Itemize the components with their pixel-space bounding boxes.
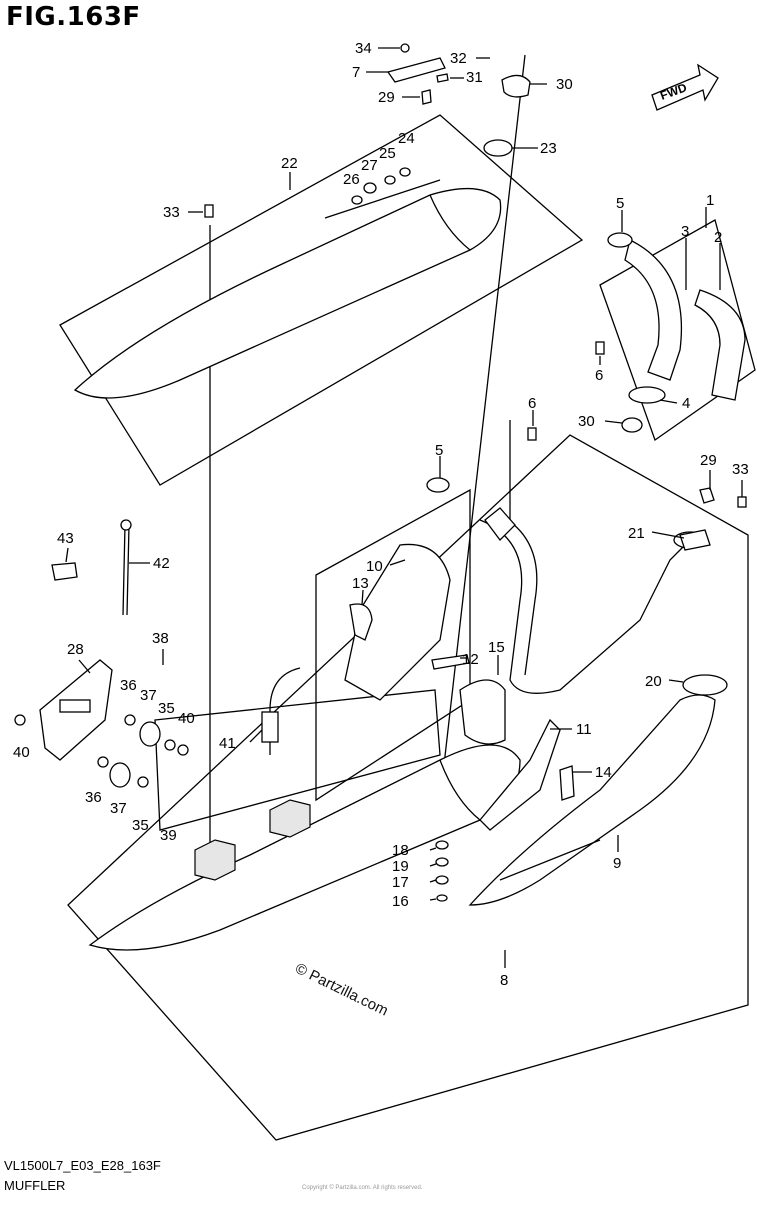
callout-32: 32 [450,50,467,67]
callout-35a: 35 [158,700,175,717]
heat-shield-10 [344,543,451,701]
callout-5b: 5 [435,442,443,459]
bracket-28 [39,659,113,761]
callout-12: 12 [462,651,479,668]
fwd-arrow-icon: FWD [651,63,719,111]
callout-1: 1 [706,192,714,209]
callout-6a: 6 [595,367,603,384]
callout-40a: 40 [178,710,195,727]
assembly-box-lower [67,434,749,1141]
callout-33a: 33 [163,204,180,221]
footer-note: Copyright © Partzilla.com. All rights re… [302,1185,423,1191]
callout-36a: 36 [120,677,137,694]
callout-15: 15 [488,639,505,656]
assembly-box-upper [59,114,584,486]
muffler-lower [88,744,521,951]
callout-29a: 29 [378,89,395,106]
callout-21: 21 [628,525,645,542]
heat-shield-9 [468,694,716,906]
callout-29b: 29 [700,452,717,469]
callout-9: 9 [613,855,621,872]
callout-30a: 30 [556,76,573,93]
callout-7: 7 [352,64,360,81]
callout-22: 22 [281,155,298,172]
callout-27: 27 [361,157,378,174]
callout-43: 43 [57,530,74,547]
callout-leaders [65,47,743,968]
model-code: VL1500L7_E03_E28_163F [4,1158,161,1173]
callout-42: 42 [153,555,170,572]
callout-28: 28 [67,641,84,658]
exhaust-pipe-rear [479,514,691,694]
callout-5a: 5 [616,195,624,212]
callout-11: 11 [576,721,592,738]
callout-31: 31 [466,69,483,86]
callout-37a: 37 [140,687,157,704]
callout-16: 16 [392,893,409,910]
callout-41: 41 [219,735,236,752]
callout-14: 14 [595,764,612,781]
callout-30b: 30 [578,413,595,430]
label-43 [51,562,78,581]
section-name: MUFFLER [4,1178,66,1193]
heat-shield-11 [479,718,561,831]
callout-2: 2 [714,229,722,246]
callout-38: 38 [152,630,169,647]
callout-33b: 33 [732,461,749,478]
callout-24: 24 [398,130,415,147]
callout-34: 34 [355,40,372,57]
callout-37b: 37 [110,800,127,817]
callout-numbers: 1 2 3 4 5 5 6 6 7 8 9 10 11 12 13 14 15 … [13,40,749,989]
callout-20: 20 [645,673,662,690]
callout-26: 26 [343,171,360,188]
figure-title: FIG.163F [6,2,141,32]
callout-8: 8 [500,972,508,989]
callout-36b: 36 [85,789,102,806]
muffler-upper [73,179,502,399]
callout-13: 13 [352,575,369,592]
sensor-41 [261,667,301,755]
assembly-box-heatshield [154,689,441,831]
leader-line [439,54,526,801]
callout-18: 18 [392,842,409,859]
callout-3: 3 [681,223,689,240]
callout-4: 4 [682,395,690,412]
callout-19: 19 [392,858,409,875]
exhaust-pipe-front [624,239,746,401]
callout-6b: 6 [528,395,536,412]
strap-42 [120,519,132,616]
small-parts [14,43,747,902]
callout-25: 25 [379,145,396,162]
callout-23: 23 [540,140,557,157]
callout-39: 39 [160,827,177,844]
callout-17: 17 [392,874,409,891]
callout-10: 10 [366,558,383,575]
callout-35b: 35 [132,817,149,834]
callout-40b: 40 [13,744,30,761]
